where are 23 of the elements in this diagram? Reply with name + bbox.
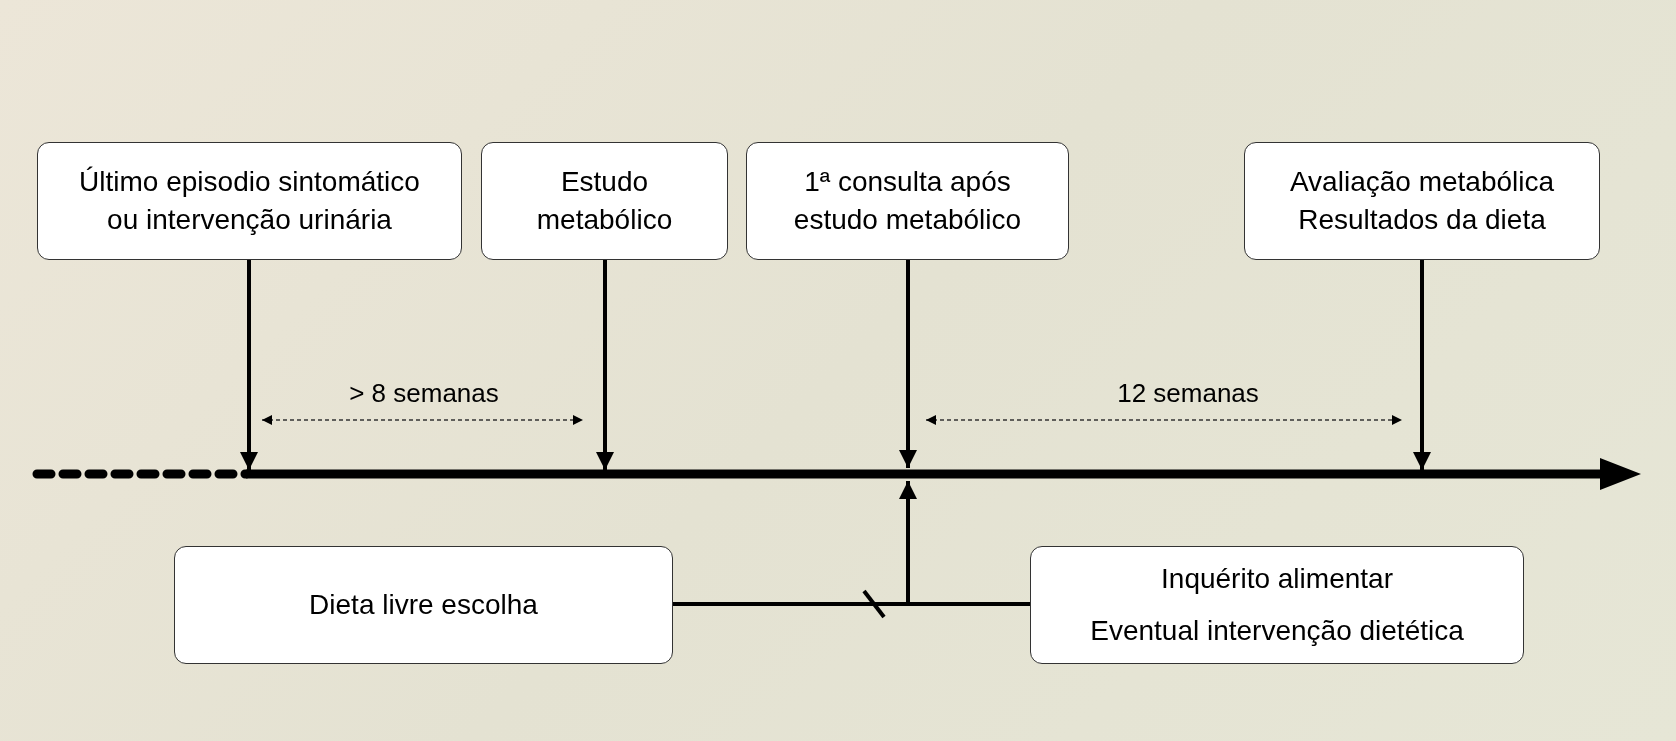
event-box <box>174 546 673 664</box>
connector-line <box>673 602 908 606</box>
arrow <box>899 260 917 468</box>
event-box <box>1244 142 1600 260</box>
arrow <box>240 260 258 470</box>
event-box <box>481 142 728 260</box>
event-box <box>37 142 462 260</box>
arrow <box>1413 260 1431 470</box>
event-text: 1ª consulta após estudo metabólico <box>792 165 1023 237</box>
event-text: Estudo metabólico <box>535 165 674 237</box>
event-text: Último episodio sintomático ou intervenção urinária <box>78 165 421 237</box>
connector-line <box>908 602 1030 606</box>
event-box <box>746 142 1069 260</box>
duration-label: 12 semanas <box>1117 378 1259 409</box>
duration-label: > 8 semanas <box>349 378 499 409</box>
event-text: Resultados da dieta <box>1298 203 1546 237</box>
event-text: Inquérito alimentar <box>1161 562 1393 597</box>
arrow <box>596 260 614 470</box>
event-box <box>1030 546 1524 664</box>
event-text: Eventual intervenção dietética <box>1090 614 1464 648</box>
event-text: Avaliação metabólica <box>1289 165 1555 200</box>
arrow <box>899 481 917 604</box>
event-text: Dieta livre escolha <box>309 588 538 623</box>
